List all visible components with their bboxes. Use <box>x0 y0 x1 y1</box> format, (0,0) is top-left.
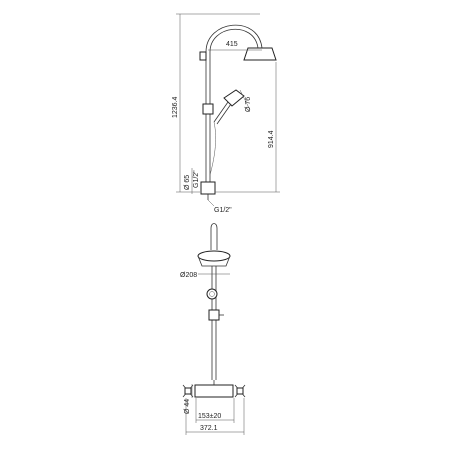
side-slider <box>208 309 220 321</box>
side-hand-shower <box>206 288 218 300</box>
front-view: 1236.4 415 Ø 76 914.4 Ø 65 G1/2" G1/2" <box>172 13 280 214</box>
dim-total-width: 372.1 <box>200 425 218 432</box>
side-hand-shower-inner <box>209 291 215 297</box>
side-view: Ø208 Ø 44 153±20 372.1 <box>180 223 246 435</box>
shower-head <box>243 47 277 61</box>
hose <box>209 121 216 176</box>
dim-line-hand-shower <box>239 89 251 111</box>
mixer-valve <box>200 181 216 195</box>
dim-inlet-thread: G1/2" <box>214 207 232 214</box>
dim-slide-height: 914.4 <box>268 130 275 148</box>
side-shower-head <box>197 250 231 262</box>
cross-handle-right <box>234 384 246 398</box>
hand-shower-handle-2 <box>216 103 232 125</box>
dim-head-diameter: Ø208 <box>180 272 197 279</box>
wall-bracket <box>199 51 207 61</box>
hand-shower <box>223 89 245 107</box>
dim-valve-diameter: Ø 44 <box>184 399 191 414</box>
dim-arm-reach: 415 <box>226 41 238 48</box>
dim-total-height: 1236.4 <box>172 96 179 118</box>
slider-bracket <box>202 103 214 115</box>
cross-handle-left <box>182 384 194 398</box>
dim-centres: 153±20 <box>198 413 221 420</box>
dim-wall-pipe: Ø 65 <box>184 175 191 190</box>
side-mixer-body <box>194 384 234 398</box>
side-arm-top <box>210 223 218 250</box>
side-shower-head-bottom <box>197 255 231 267</box>
gooseneck-arm <box>205 24 263 53</box>
dim-outlet-thread: G1/2" <box>193 170 200 188</box>
gooseneck-arm-inner <box>209 28 259 53</box>
dim-leader-inlet <box>207 199 215 207</box>
dim-hand-shower: Ø 76 <box>245 97 252 112</box>
hand-shower-handle <box>213 101 229 123</box>
